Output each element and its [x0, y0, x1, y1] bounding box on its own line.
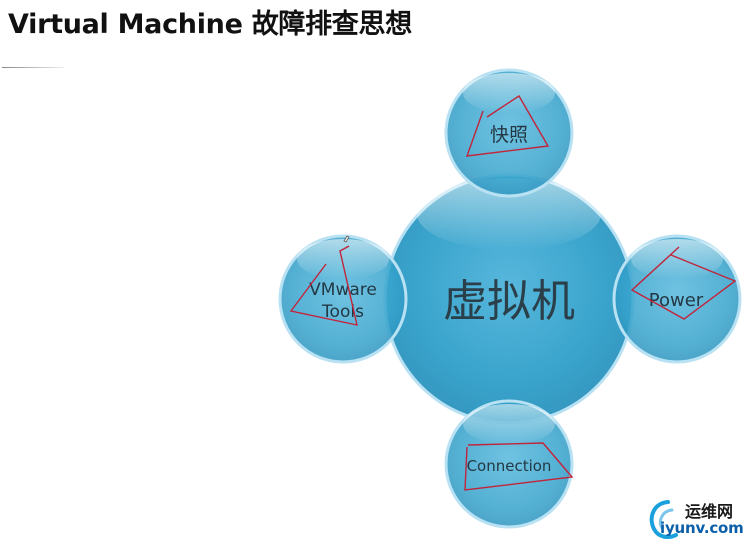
site-logo: 运维网 iyunv.com [646, 497, 746, 541]
vmware-tools-annotation-mark [289, 245, 358, 326]
node-power: Power [612, 234, 742, 364]
snapshot-annotation-mark [465, 95, 550, 157]
center-bubble: 虚拟机 [383, 173, 635, 425]
logo-text-domain: iyunv.com [660, 519, 744, 537]
title-underline [2, 67, 64, 68]
node-vmware-tools: VMware Tools [278, 234, 408, 364]
vmware-tools-label-line1: VMware [309, 280, 377, 300]
pencil-cursor-icon [343, 235, 350, 243]
logo-swirl-icon [649, 500, 678, 539]
node-snapshot: 快照 [444, 68, 574, 198]
connection-label: Connection [467, 457, 552, 475]
center-label: 虚拟机 [443, 276, 575, 327]
logo-text-chinese: 运维网 [685, 502, 734, 521]
snapshot-label: 快照 [490, 124, 528, 146]
power-annotation-mark [630, 246, 737, 320]
node-connection: Connection [444, 399, 574, 529]
power-label: Power [649, 290, 704, 311]
page-title: Virtual Machine 故障排查思想 [8, 9, 412, 40]
connection-annotation-mark [464, 442, 574, 491]
